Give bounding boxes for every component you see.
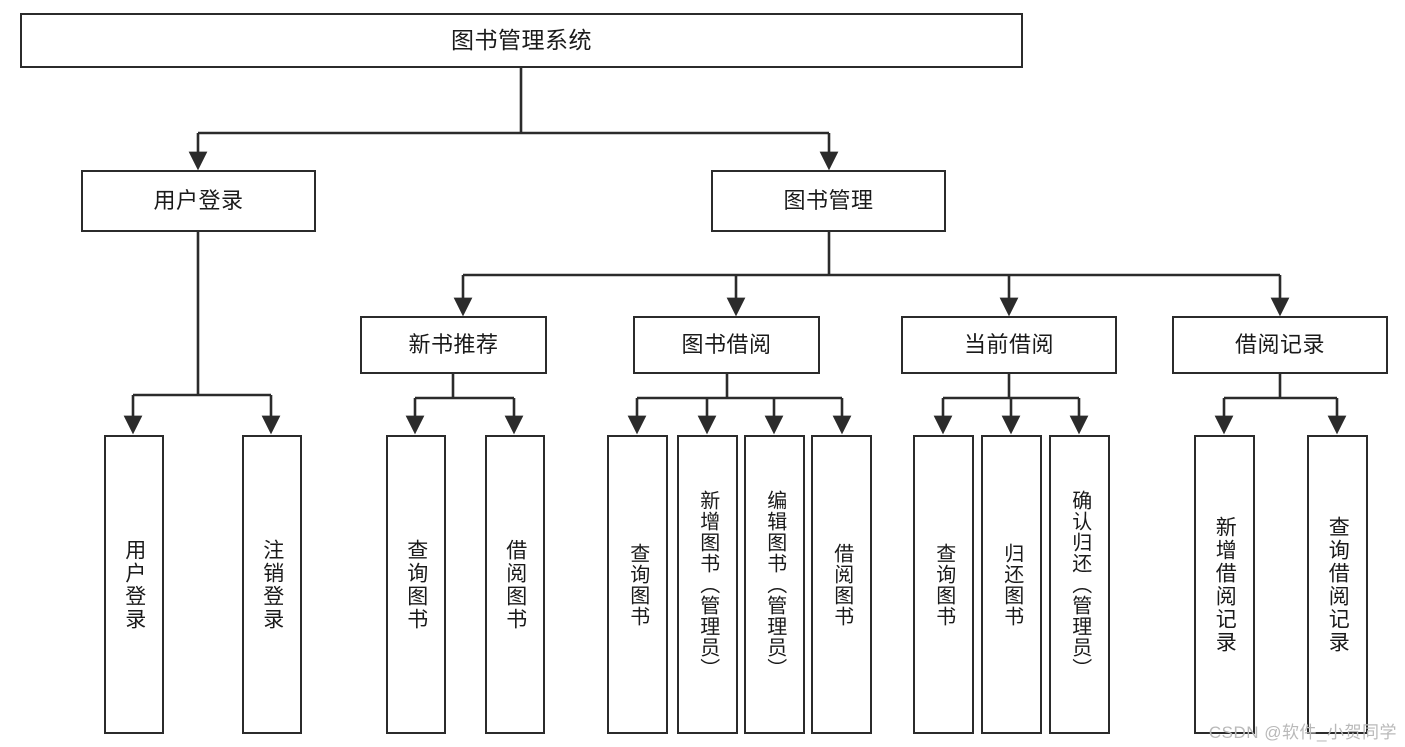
leaf-new-book-query[interactable]: 查询图书 [386,435,446,734]
leaf-borrow-record-add[interactable]: 新增借阅记录 [1194,435,1255,734]
node-label: 查询图书 [404,538,428,631]
node-label: 借阅图书 [830,542,853,627]
leaf-current-borrow-return[interactable]: 归还图书 [981,435,1042,734]
node-label: 新增借阅记录 [1213,515,1237,654]
node-label: 图书管理 [783,188,874,214]
leaf-book-borrow-borrow[interactable]: 借阅图书 [811,435,872,734]
node-label: 用户登录 [153,188,244,214]
node-label: 当前借阅 [963,332,1054,358]
node-label: 图书管理系统 [451,26,592,53]
node-borrow-record[interactable]: 借阅记录 [1172,316,1388,374]
node-new-book-recommend[interactable]: 新书推荐 [360,316,547,374]
node-current-borrow[interactable]: 当前借阅 [901,316,1117,374]
watermark-text: CSDN @软件_小贺同学 [1208,723,1397,742]
leaf-borrow-record-query[interactable]: 查询借阅记录 [1307,435,1368,734]
leaf-book-borrow-add[interactable]: 新增图书（管理员） [677,435,738,734]
leaf-current-borrow-query[interactable]: 查询图书 [913,435,974,734]
node-label: 新增图书（管理员） [696,490,719,679]
leaf-user-login-login[interactable]: 用户登录 [104,435,164,734]
node-label: 查询借阅记录 [1326,515,1350,654]
node-label: 借阅图书 [503,538,527,631]
node-book-borrow[interactable]: 图书借阅 [633,316,820,374]
node-user-login[interactable]: 用户登录 [81,170,316,232]
leaf-user-login-logout[interactable]: 注销登录 [242,435,302,734]
node-label: 归还图书 [1000,542,1023,627]
node-label: 新书推荐 [408,332,499,358]
node-book-management[interactable]: 图书管理 [711,170,946,232]
node-label: 图书借阅 [681,332,772,358]
node-label: 用户登录 [122,538,146,631]
leaf-new-book-borrow[interactable]: 借阅图书 [485,435,545,734]
leaf-book-borrow-edit[interactable]: 编辑图书（管理员） [744,435,805,734]
node-label: 查询图书 [932,542,955,627]
node-label: 注销登录 [260,538,284,631]
node-label: 确认归还（管理员） [1068,490,1091,679]
node-label: 借阅记录 [1234,332,1325,358]
node-label: 编辑图书（管理员） [763,490,786,679]
leaf-current-borrow-confirm-return[interactable]: 确认归还（管理员） [1049,435,1110,734]
leaf-book-borrow-query[interactable]: 查询图书 [607,435,668,734]
node-root-system[interactable]: 图书管理系统 [20,13,1023,68]
node-label: 查询图书 [626,542,649,627]
